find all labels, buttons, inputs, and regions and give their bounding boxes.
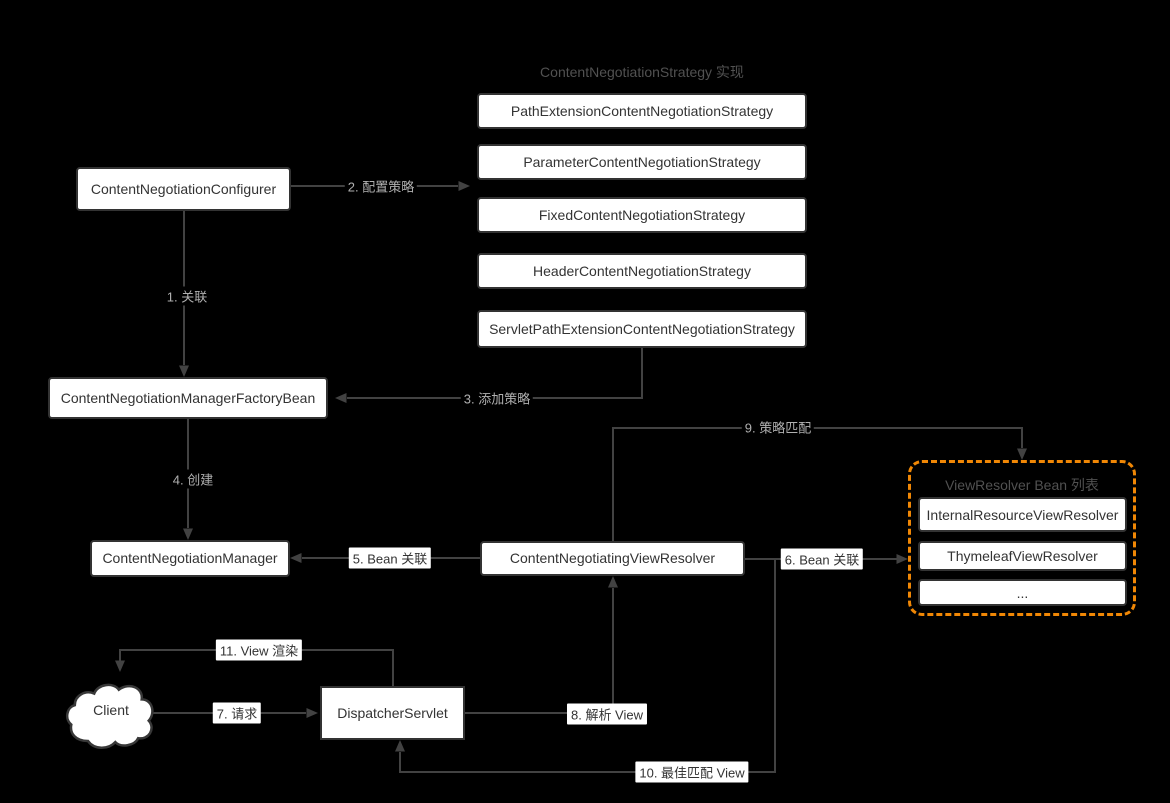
- node-internal-resource-view-resolver: InternalResourceViewResolver: [918, 497, 1127, 532]
- edge-7-arrowhead: [306, 708, 318, 718]
- viewresolver-group-title: ViewResolver Bean 列表: [945, 477, 1099, 493]
- node-dispatcher-servlet: DispatcherServlet: [320, 686, 465, 740]
- edge-8-line: [465, 588, 614, 714]
- edge-label-10: 10. 最佳匹配 View: [635, 761, 749, 783]
- node-parameter-strategy: ParameterContentNegotiationStrategy: [477, 144, 807, 180]
- node-thymeleaf-view-resolver: ThymeleafViewResolver: [918, 541, 1127, 571]
- edge-9-line: [612, 427, 1023, 541]
- node-header-strategy: HeaderContentNegotiationStrategy: [477, 253, 807, 289]
- edge-label-4: 4. 创建: [169, 469, 217, 489]
- edge-label-1: 1. 关联: [163, 286, 211, 306]
- edge-1-arrowhead: [179, 365, 189, 377]
- edge-2-arrowhead: [458, 181, 470, 191]
- edge-10-line: [399, 559, 776, 773]
- node-path-extension-strategy: PathExtensionContentNegotiationStrategy: [477, 93, 807, 129]
- node-more-view-resolvers: ...: [918, 579, 1127, 606]
- edge-9-arrowhead: [1017, 448, 1027, 460]
- edge-5-arrowhead: [290, 553, 302, 563]
- edge-3-arrowhead: [335, 393, 347, 403]
- edge-8-arrowhead: [608, 576, 618, 588]
- edge-10-arrowhead: [395, 740, 405, 752]
- edge-label-5: 5. Bean 关联: [348, 547, 432, 569]
- edge-label-11: 11. View 渲染: [215, 639, 303, 661]
- node-servlet-path-extension-strategy: ServletPathExtensionContentNegotiationSt…: [477, 310, 807, 348]
- edge-3-line: [347, 348, 643, 399]
- edge-label-7: 7. 请求: [212, 702, 262, 724]
- client-cloud-shape: [65, 683, 154, 749]
- node-client-label: Client: [93, 702, 129, 718]
- edge-label-9: 9. 策略匹配: [741, 417, 815, 437]
- viewresolver-bean-list-group: ViewResolver Bean 列表 InternalResourceVie…: [908, 460, 1136, 616]
- node-manager-factory-bean: ContentNegotiationManagerFactoryBean: [48, 377, 328, 419]
- node-content-negotiation-configurer: ContentNegotiationConfigurer: [76, 167, 291, 211]
- node-fixed-strategy: FixedContentNegotiationStrategy: [477, 197, 807, 233]
- strategy-group-title: ContentNegotiationStrategy 实现: [540, 64, 744, 80]
- node-content-negotiation-manager: ContentNegotiationManager: [90, 540, 290, 577]
- edge-4-arrowhead: [183, 528, 193, 540]
- edge-6-arrowhead: [896, 554, 908, 564]
- edge-label-3: 3. 添加策略: [460, 388, 534, 408]
- edge-11-arrowhead: [115, 660, 125, 672]
- edge-label-6: 6. Bean 关联: [780, 548, 864, 570]
- node-content-negotiating-view-resolver: ContentNegotiatingViewResolver: [480, 541, 745, 576]
- edge-label-8: 8. 解析 View: [566, 703, 648, 725]
- edge-label-2: 2. 配置策略: [344, 176, 418, 196]
